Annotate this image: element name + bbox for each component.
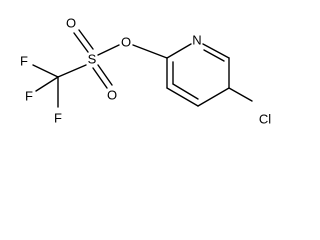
- bond-c-f-left: [32, 64, 59, 78]
- atom-label-oxygen-ester: O: [121, 35, 131, 50]
- bond-c4-c3-inner: [172, 83, 199, 100]
- atom-label-oxygen-bottom: O: [107, 88, 117, 103]
- bond-c2-o: [132, 44, 168, 59]
- chemical-structure: N O S O O F F F Cl: [20, 16, 271, 127]
- bond-c5-c4: [197, 87, 230, 107]
- bond-c-f-top: [35, 76, 59, 92]
- atom-label-oxygen-top: O: [66, 16, 76, 31]
- bond-s-o-bottom-b: [97, 64, 113, 86]
- bond-o-s: [97, 44, 120, 56]
- bonds: [32, 29, 253, 108]
- atom-label-fluorine-bottom: F: [54, 111, 62, 126]
- atom-label-fluorine-left: F: [20, 54, 28, 69]
- atom-label-sulfur: S: [88, 52, 97, 67]
- bond-n1-c6-inner: [203, 49, 225, 62]
- bond-c4-c3: [166, 87, 199, 107]
- bond-s-o-bottom-a: [92, 67, 108, 89]
- bond-s-cf3: [57, 64, 87, 78]
- atom-label-fluorine-top: F: [25, 89, 33, 104]
- bond-c5-cl: [228, 87, 253, 102]
- bond-n1-c6: [202, 43, 230, 59]
- atom-label-nitrogen: N: [192, 33, 201, 48]
- atom-labels: N O S O O F F F Cl: [20, 16, 271, 127]
- atom-label-chlorine: Cl: [259, 112, 271, 127]
- bond-s-o-top-b: [78, 29, 94, 50]
- bond-s-o-top-a: [73, 32, 89, 53]
- bond-c2-n1: [166, 43, 192, 59]
